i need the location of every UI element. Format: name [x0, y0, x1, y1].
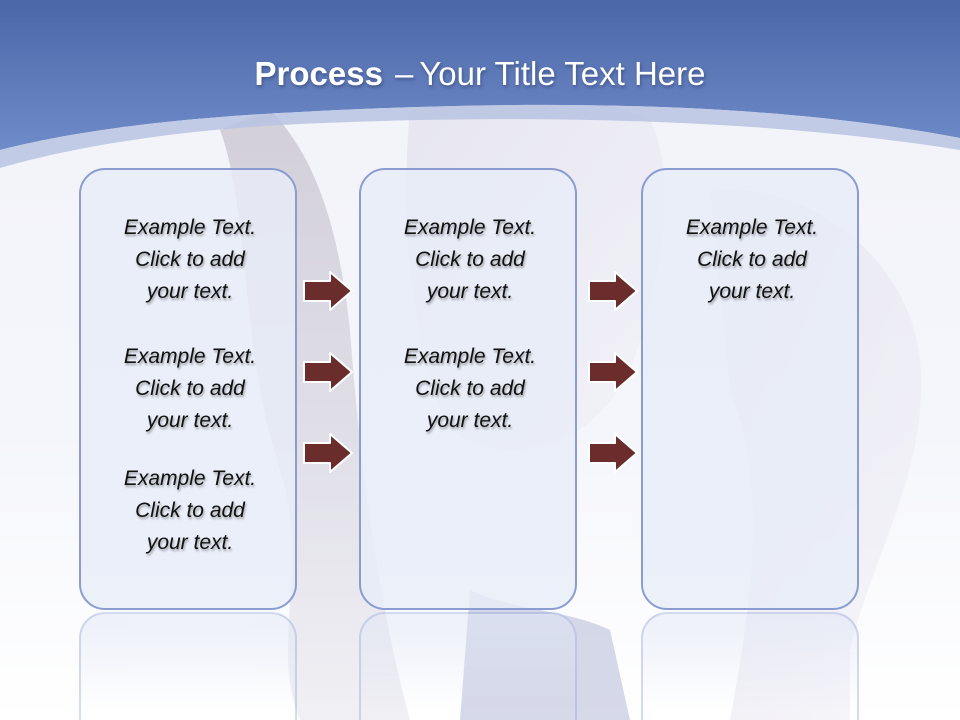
text-line: Example Text.	[403, 345, 537, 368]
text-line: your text.	[426, 409, 514, 432]
text-line: Example Text.	[123, 467, 257, 490]
text-item[interactable]: Example Text. Click to add your text.	[81, 341, 299, 437]
text-line: Click to add	[697, 248, 807, 271]
title-rest: Your Title Text Here	[419, 55, 706, 92]
text-line: Click to add	[135, 377, 245, 400]
text-line: your text.	[146, 280, 234, 303]
text-item[interactable]: Example Text. Click to add your text.	[361, 212, 579, 308]
text-line: Click to add	[415, 248, 525, 271]
text-line: your text.	[146, 531, 234, 554]
text-item[interactable]: Example Text. Click to add your text.	[643, 212, 861, 308]
process-box-3[interactable]: Example Text. Click to add your text.	[641, 168, 859, 610]
header-band	[0, 0, 960, 168]
process-box-1[interactable]: Example Text. Click to add your text. Ex…	[79, 168, 297, 610]
title-separator: –	[394, 55, 414, 92]
text-line: Example Text.	[123, 345, 257, 368]
slide-title[interactable]: Process–Your Title Text Here	[0, 52, 960, 96]
text-line: Example Text.	[403, 216, 537, 239]
text-line: Click to add	[135, 248, 245, 271]
box-reflection	[359, 612, 577, 720]
right-arrow-icon	[303, 433, 353, 473]
text-line: Click to add	[415, 377, 525, 400]
title-bold: Process	[254, 55, 383, 92]
text-line: your text.	[146, 409, 234, 432]
box-reflection	[641, 612, 859, 720]
text-line: your text.	[426, 280, 514, 303]
text-item[interactable]: Example Text. Click to add your text.	[81, 463, 299, 559]
text-item[interactable]: Example Text. Click to add your text.	[81, 212, 299, 308]
right-arrow-icon	[588, 433, 638, 473]
text-line: Click to add	[135, 499, 245, 522]
text-item[interactable]: Example Text. Click to add your text.	[361, 341, 579, 437]
process-box-2[interactable]: Example Text. Click to add your text. Ex…	[359, 168, 577, 610]
text-line: your text.	[708, 280, 796, 303]
box-reflection	[79, 612, 297, 720]
right-arrow-icon	[303, 352, 353, 392]
right-arrow-icon	[588, 352, 638, 392]
text-line: Example Text.	[123, 216, 257, 239]
right-arrow-icon	[588, 271, 638, 311]
right-arrow-icon	[303, 271, 353, 311]
text-line: Example Text.	[685, 216, 819, 239]
